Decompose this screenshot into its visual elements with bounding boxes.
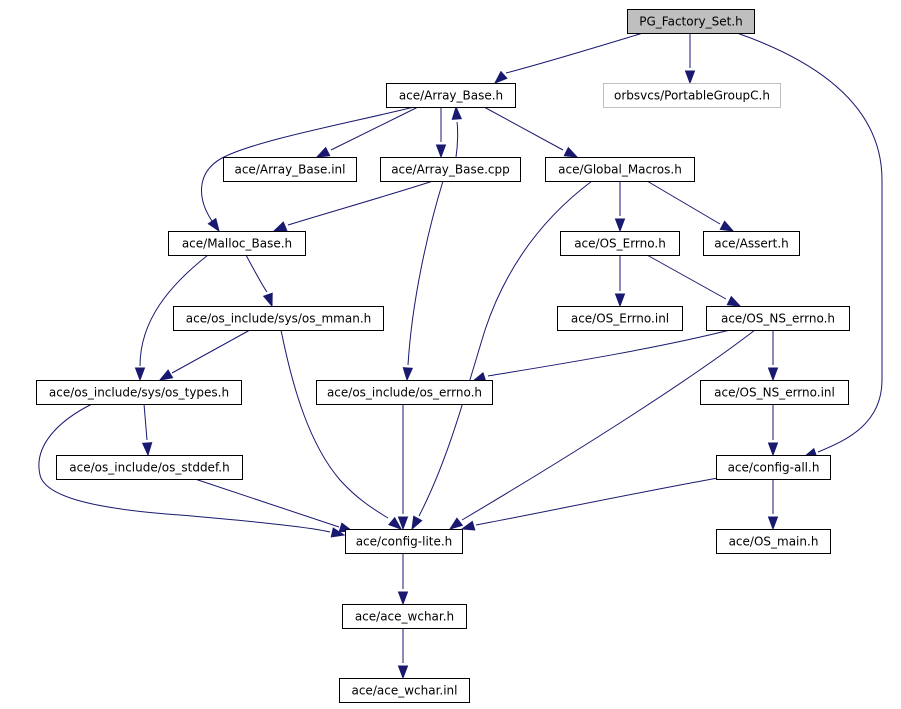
edge-os_ns_errno_h-to-os_include_errno_h — [471, 329, 731, 383]
node-array-base-cpp[interactable]: ace/Array_Base.cpp — [380, 157, 521, 182]
edge-array_base_cpp-to-os_include_errno_h — [402, 180, 444, 382]
node-label: ace/ace_wchar.inl — [351, 684, 457, 698]
node-label: ace/Array_Base.inl — [234, 163, 345, 177]
node-os-include-errno-h[interactable]: ace/os_include/os_errno.h — [316, 380, 493, 405]
edge-os_mman_h-to-os_types_h — [158, 329, 251, 381]
edge-os_ns_errno_inl-to-config_all_h — [767, 404, 779, 457]
edge-os_ns_errno_h-to-config_lite_h — [448, 329, 756, 530]
node-label: ace/Malloc_Base.h — [182, 237, 292, 251]
edge-config_lite_h-to-ace_wchar_h — [397, 553, 409, 606]
node-array-base-inl[interactable]: ace/Array_Base.inl — [223, 157, 357, 182]
edge-global_macros_h-to-config_lite_h — [411, 180, 593, 531]
node-config-lite-h[interactable]: ace/config-lite.h — [345, 529, 463, 554]
node-label: ace/Array_Base.cpp — [391, 163, 510, 177]
node-malloc-base-h[interactable]: ace/Malloc_Base.h — [168, 231, 306, 256]
node-label: ace/config-all.h — [728, 461, 820, 475]
nodes-layer: PG_Factory_Set.h ace/Array_Base.h orbsvcs/… — [36, 9, 850, 703]
edge-config_all_h-to-config_lite_h — [460, 477, 719, 531]
edge-os_types_h-to-config_lite_h — [38, 403, 346, 538]
node-os-stddef-h[interactable]: ace/os_include/os_stddef.h — [56, 455, 243, 480]
edge-pg_factory_set_h-to-portable_group_c_h — [684, 33, 696, 85]
node-global-macros-h[interactable]: ace/Global_Macros.h — [545, 157, 695, 182]
edge-array_base_cpp-to-array_base_h — [451, 105, 463, 158]
node-label: ace/os_include/os_errno.h — [327, 386, 482, 400]
node-pg-factory-set-h[interactable]: PG_Factory_Set.h — [627, 9, 755, 34]
node-ace-wchar-inl[interactable]: ace/ace_wchar.inl — [339, 678, 470, 703]
node-label: ace/os_include/os_stddef.h — [69, 461, 229, 475]
edge-malloc_base_h-to-os_types_h — [134, 254, 209, 382]
node-os-mman-h[interactable]: ace/os_include/sys/os_mman.h — [173, 306, 384, 331]
edge-os_errno_h-to-os_ns_errno_h — [646, 254, 742, 307]
edge-array_base_h-to-global_macros_h — [483, 106, 579, 158]
edge-os_errno_h-to-os_errno_inl — [614, 255, 626, 308]
node-portable-group-c-h: orbsvcs/PortableGroupC.h — [603, 83, 781, 108]
edge-os_mman_h-to-config_lite_h — [280, 329, 403, 530]
node-label: ace/os_include/sys/os_types.h — [49, 386, 229, 400]
edge-global_macros_h-to-os_errno_h — [614, 181, 626, 233]
node-label: ace/OS_Errno.h — [574, 237, 666, 251]
edge-ace_wchar_h-to-ace_wchar_inl — [397, 628, 409, 680]
node-os-ns-errno-inl[interactable]: ace/OS_NS_errno.inl — [700, 380, 849, 405]
node-label: orbsvcs/PortableGroupC.h — [614, 89, 770, 103]
node-array-base-h[interactable]: ace/Array_Base.h — [386, 83, 516, 108]
edge-os_types_h-to-os_stddef_h — [141, 403, 153, 457]
node-os-errno-inl[interactable]: ace/OS_Errno.inl — [557, 306, 683, 331]
node-label: ace/OS_main.h — [729, 535, 819, 549]
edge-config_all_h-to-os_main_h — [767, 479, 779, 531]
node-config-all-h[interactable]: ace/config-all.h — [716, 455, 831, 480]
node-os-ns-errno-h[interactable]: ace/OS_NS_errno.h — [706, 306, 850, 331]
node-assert-h[interactable]: ace/Assert.h — [703, 231, 800, 256]
node-label: ace/os_include/sys/os_mman.h — [186, 312, 372, 326]
edge-array_base_h-to-malloc_base_h — [201, 106, 415, 233]
node-label: ace/OS_Errno.inl — [571, 312, 669, 326]
node-os-main-h[interactable]: ace/OS_main.h — [716, 529, 831, 554]
edge-global_macros_h-to-assert_h — [646, 180, 735, 232]
node-ace-wchar-h[interactable]: ace/ace_wchar.h — [342, 604, 467, 629]
node-label: PG_Factory_Set.h — [639, 15, 743, 29]
node-label: ace/Array_Base.h — [399, 89, 503, 103]
node-label: ace/Global_Macros.h — [558, 163, 682, 177]
edge-array_base_h-to-array_base_cpp — [435, 107, 447, 159]
node-label: ace/Assert.h — [714, 237, 789, 251]
edge-malloc_base_h-to-os_mman_h — [245, 254, 273, 308]
edge-os_include_errno_h-to-config_lite_h — [397, 404, 409, 531]
edge-array_base_h-to-array_base_inl — [315, 106, 419, 158]
edges-layer — [38, 32, 883, 680]
node-label: ace/OS_NS_errno.inl — [714, 386, 835, 400]
edge-os_ns_errno_h-to-os_ns_errno_inl — [767, 330, 779, 382]
node-label: ace/ace_wchar.h — [355, 610, 454, 624]
edge-pg_factory_set_h-to-array_base_h — [493, 32, 644, 84]
node-os-types-h[interactable]: ace/os_include/sys/os_types.h — [36, 380, 242, 405]
node-label: ace/OS_NS_errno.h — [721, 312, 835, 326]
node-os-errno-h[interactable]: ace/OS_Errno.h — [560, 231, 680, 256]
node-label: ace/config-lite.h — [356, 535, 453, 549]
edge-array_base_cpp-to-malloc_base_h — [272, 180, 434, 232]
